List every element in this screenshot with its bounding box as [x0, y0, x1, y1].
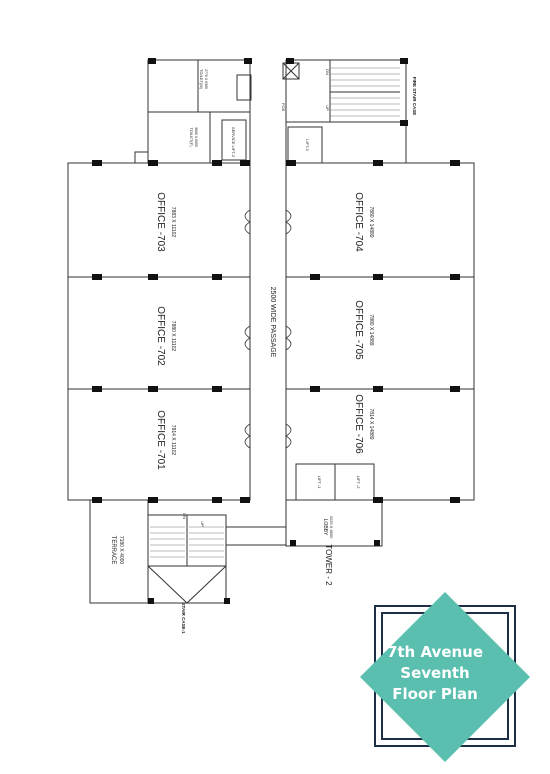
toilet-ladies-name: TOILET(F): [189, 127, 194, 147]
badge-diamond: [360, 592, 530, 762]
fire-stair-down: DN: [325, 69, 330, 75]
office-705-name: OFFICE -705: [353, 300, 364, 360]
lobby-name: LOBBY: [322, 519, 328, 536]
lobby-dims: 3225 X 6500: [329, 516, 334, 539]
terrace-dims: 7180 X 4000: [118, 536, 124, 565]
lift-2-label: LIFT -2: [356, 476, 361, 490]
lift-3-label: LIFT-3: [305, 139, 310, 151]
badge-line-3: Floor Plan: [392, 685, 478, 703]
badge-line-2: Seventh: [400, 664, 470, 682]
office-706-name: OFFICE -706: [353, 394, 364, 454]
office-703-dims: 7883 X 11102: [170, 207, 176, 238]
terrace-name: TERRACE: [110, 536, 116, 565]
terrace: [89, 499, 149, 604]
office-706-dims: 7814 X 14889: [368, 408, 374, 439]
toilet-gents-dims: 2770 X 6305: [204, 69, 208, 89]
lift-1-label: LIFT -1: [317, 476, 322, 490]
toilet-gents-name: TOILET(M): [199, 69, 204, 90]
office-704-dims: 7880 X 14889: [368, 206, 374, 237]
stair-1-down: DN: [182, 513, 187, 519]
duct-label: FCB: [281, 103, 286, 111]
badge-line-1: 7th Avenue: [386, 643, 484, 661]
office-701-dims: 7814 X 11102: [170, 425, 176, 456]
passage-label: 2500 WIDE PASSAGE: [269, 287, 276, 358]
fire-stair-up: UP: [325, 105, 330, 111]
service-lift-label: SERVICE LIFT-2: [231, 127, 236, 158]
tower-label: TOWER - 2: [324, 544, 333, 586]
office-701-name: OFFICE -701: [155, 410, 166, 470]
stair-1-up: UP: [200, 521, 205, 527]
stair-case-1-label: STAIR CASE-1: [181, 603, 186, 634]
office-702-name: OFFICE -702: [155, 306, 166, 366]
office-703-name: OFFICE -703: [155, 192, 166, 252]
toilet-ladies-dims: 3600 X 6055: [194, 127, 198, 147]
fire-stair: [285, 59, 407, 164]
fire-stair-label: FIRE STAIR CASE: [412, 77, 417, 115]
office-704-name: OFFICE -704: [353, 192, 364, 252]
office-702-dims: 7880 X 11102: [170, 321, 176, 352]
office-block-right: [285, 162, 475, 501]
office-705-dims: 7880 X 14889: [368, 314, 374, 345]
badge-title: 7th Avenue Seventh Floor Plan: [360, 642, 510, 705]
